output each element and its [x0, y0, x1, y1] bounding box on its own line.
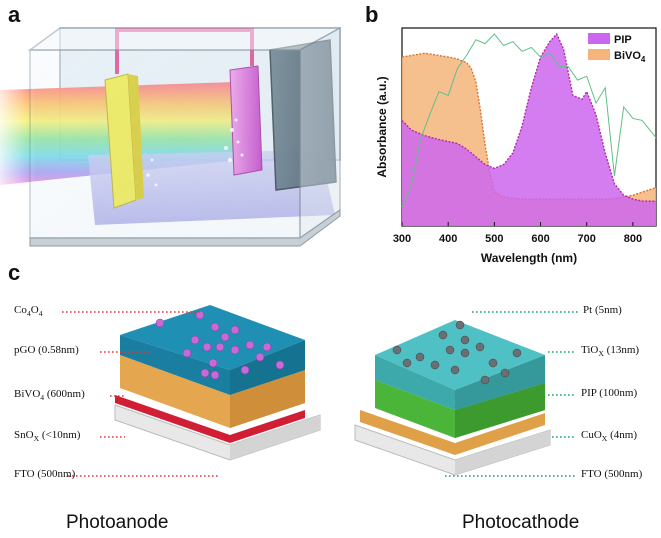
- panel-letter-a: a: [8, 2, 21, 27]
- panel-letter-b: b: [365, 2, 379, 27]
- label-anode-bivo4: BiVO4 (600nm): [14, 388, 85, 403]
- legend-label-pip: PIP: [614, 34, 632, 46]
- x-tick-label: 800: [624, 233, 642, 245]
- legend: PIP BiVO4: [588, 33, 646, 64]
- label-anode-snox: SnOX (<10nm): [14, 429, 81, 444]
- label-cathode-pt: Pt (5nm): [583, 304, 622, 316]
- anode-snox-layer: [115, 395, 305, 443]
- label-anode-fto: FTO (500nm): [14, 468, 76, 480]
- label-cathode-fto: FTO (500nm): [581, 468, 643, 480]
- label-cathode-tiox: TiOX (13nm): [581, 344, 640, 359]
- absorbance-chart: 300 400 500 600 700 800 Wavelength (nm) Absor…: [375, 27, 657, 265]
- legend-swatch-bivo4: [588, 49, 610, 60]
- photoanode-stack: [114, 305, 321, 461]
- x-tick-label: 600: [531, 233, 549, 245]
- solar-spectrum-line: [401, 33, 657, 208]
- x-tick-label: 500: [485, 233, 503, 245]
- photocathode-stack: [354, 320, 551, 476]
- x-axis-title: Wavelength (nm): [481, 251, 577, 265]
- label-cathode-pip: PIP (100nm): [581, 387, 638, 399]
- x-tick-label: 300: [393, 233, 411, 245]
- x-tick-label: 700: [578, 233, 596, 245]
- label-anode-pgo: pGO (0.58nm): [14, 344, 79, 356]
- x-tick-label: 400: [439, 233, 457, 245]
- cathode-tiox-layer: [375, 320, 545, 390]
- label-anode-co4o4: Co4O4: [14, 304, 43, 319]
- legend-swatch-pip: [588, 33, 610, 44]
- series-pip-line: [401, 32, 656, 202]
- label-cathode-cuox: CuOX (4nm): [581, 429, 637, 444]
- legend-label-bivo4: BiVO4: [614, 50, 646, 64]
- panel-letter-c: c: [8, 260, 21, 285]
- cell-illustration: [0, 26, 341, 247]
- y-axis-title: Absorbance (a.u.): [375, 76, 389, 177]
- caption-photoanode: Photoanode: [66, 512, 169, 533]
- caption-photocathode: Photocathode: [462, 512, 580, 533]
- cathode-cuox-layer: [360, 410, 545, 455]
- series-pip-area: [402, 34, 656, 226]
